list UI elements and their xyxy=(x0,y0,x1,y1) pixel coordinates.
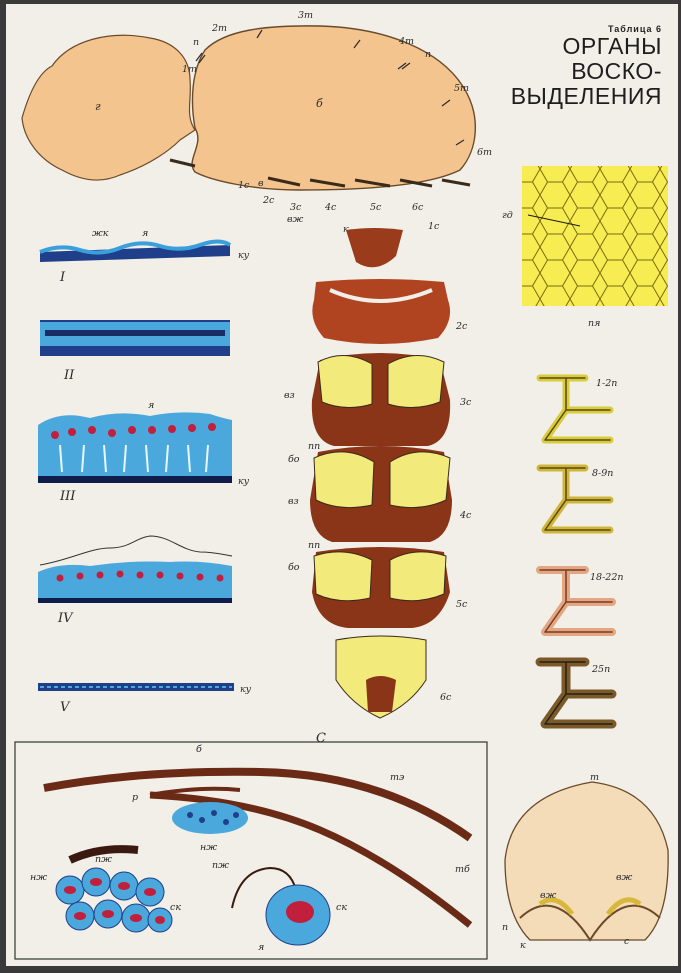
tergite-label-5: 5т xyxy=(454,83,469,94)
sternite-part-pp1: пп xyxy=(308,441,320,452)
honeycomb-caption: пя xyxy=(588,318,600,329)
tergite-label-1: 1т xyxy=(182,64,197,75)
detail-label-ya: я xyxy=(258,942,264,953)
cell-wall-label-4: 25п xyxy=(591,664,610,675)
stage-label-2: II xyxy=(63,368,75,383)
cell-walls-figure: 1-2п 8-9п 18-22п 25п xyxy=(540,378,624,724)
stage-label-4: IV xyxy=(57,611,74,626)
sternite-fig-label-6: 6с xyxy=(440,692,452,703)
sternite-fig-label-1: 1с xyxy=(428,221,440,232)
sternite-label-5: 5с xyxy=(370,202,382,213)
sternite-part-vz2: вз xyxy=(288,496,299,507)
detail-label-nzh2: нж xyxy=(30,872,47,883)
xsec-label-vzh2: вж xyxy=(616,872,633,883)
tergite-label-p2: п xyxy=(425,49,431,60)
detail-label-tb: тб xyxy=(455,864,470,875)
sternite-part-vz1: вз xyxy=(284,390,295,401)
epi-label-ku3: ку xyxy=(238,476,250,487)
detail-label-sk1: ск xyxy=(170,902,181,913)
cell-wall-label-1: 1-2п xyxy=(596,378,617,389)
detail-label-pzh1: пж xyxy=(95,854,112,865)
epithelium-stages: жк я ку I II я ку III xyxy=(38,228,252,715)
sternite-part-bo2: бо xyxy=(288,562,300,573)
plate-title-block: Таблица 6 ОРГАНЫ ВОСКО- ВЫДЕЛЕНИЯ xyxy=(511,24,662,109)
sternite-label-v: в xyxy=(258,178,264,189)
sternite-part-pp2: пп xyxy=(308,540,320,551)
sternite-part-bo1: бо xyxy=(288,454,300,465)
plate-title-line-1: ОРГАНЫ xyxy=(511,34,662,59)
sternites-figure: 1с 2с 3с 4с 5с 6с вз пп бо вз пп бо С xyxy=(284,221,472,746)
cell-wall-label-2: 8-9п xyxy=(592,468,613,479)
xsec-label-vzh1: вж xyxy=(540,890,557,901)
bee-abdomen-figure: г б 1т 2т 3т 4т 5т 6т п п 1с 2с 3с 4с 5с… xyxy=(22,10,492,235)
head-label: г xyxy=(95,100,101,113)
xsec-label-k: к xyxy=(520,940,526,951)
sternite-label-vzh: вж xyxy=(287,214,304,225)
epi-label-ku1: ку xyxy=(238,250,250,261)
tergite-label-6: 6т xyxy=(477,147,492,158)
sternite-fig-label-4: 4с xyxy=(459,510,472,521)
sternite-fig-label-2: 2с xyxy=(455,321,468,332)
bee-body-shape xyxy=(192,26,475,190)
tergite-label-3: 3т xyxy=(298,10,313,21)
plate-illustration: г б 1т 2т 3т 4т 5т 6т п п 1с 2с 3с 4с 5с… xyxy=(6,4,678,966)
xsec-label-t: т xyxy=(590,772,599,783)
tergite-label-2: 2т xyxy=(211,23,227,34)
sternite-label-1: 1с xyxy=(238,180,250,191)
tergite-label-p1: п xyxy=(193,37,199,48)
honeycomb-figure: гд пя xyxy=(502,166,668,329)
thorax-label: б xyxy=(316,97,323,110)
abdomen-cross-section: т вж вж п к с xyxy=(502,772,668,951)
plate-title-line-3: ВЫДЕЛЕНИЯ xyxy=(511,84,662,109)
detail-label-r: р xyxy=(132,792,138,803)
sternite-label-4: 4с xyxy=(324,202,337,213)
sternite-fig-label-3: 3с xyxy=(460,397,472,408)
honeycomb-gd-label: гд xyxy=(502,210,513,221)
epi-label-zhk: жк xyxy=(92,228,109,239)
plate-sheet: г б 1т 2т 3т 4т 5т 6т п п 1с 2с 3с 4с 5с… xyxy=(6,4,678,966)
sternite-label-3: 3с xyxy=(290,202,302,213)
xsec-label-s: с xyxy=(624,936,630,947)
stage-label-5: V xyxy=(60,700,71,715)
sternite-label-2: 2с xyxy=(262,195,275,206)
plate-title-line-2: ВОСКО- xyxy=(511,59,662,84)
bee-head-shape xyxy=(22,35,195,180)
epi-label-ya: я xyxy=(142,228,148,239)
sternites-caption: С xyxy=(316,731,326,746)
tergite-label-4: 4т xyxy=(398,36,414,47)
detail-label-te: тэ xyxy=(390,772,404,783)
sternite-fig-label-5: 5с xyxy=(456,599,468,610)
epi-label-ku5: ку xyxy=(240,684,252,695)
stage-label-3: III xyxy=(59,489,76,504)
detail-label-sk2: ск xyxy=(336,902,347,913)
detail-label-nzh1: нж xyxy=(200,842,217,853)
section-detail-figure: б р нж тэ тб нж пж ск пж ск я xyxy=(15,742,487,959)
sternite-label-6: 6с xyxy=(412,202,424,213)
xsec-label-p: п xyxy=(502,922,508,933)
epi3-label-ya: я xyxy=(148,400,154,411)
detail-label-b: б xyxy=(196,744,202,755)
cell-wall-label-3: 18-22п xyxy=(590,572,624,583)
stage-label-1: I xyxy=(59,270,66,285)
detail-label-pzh2: пж xyxy=(212,860,229,871)
